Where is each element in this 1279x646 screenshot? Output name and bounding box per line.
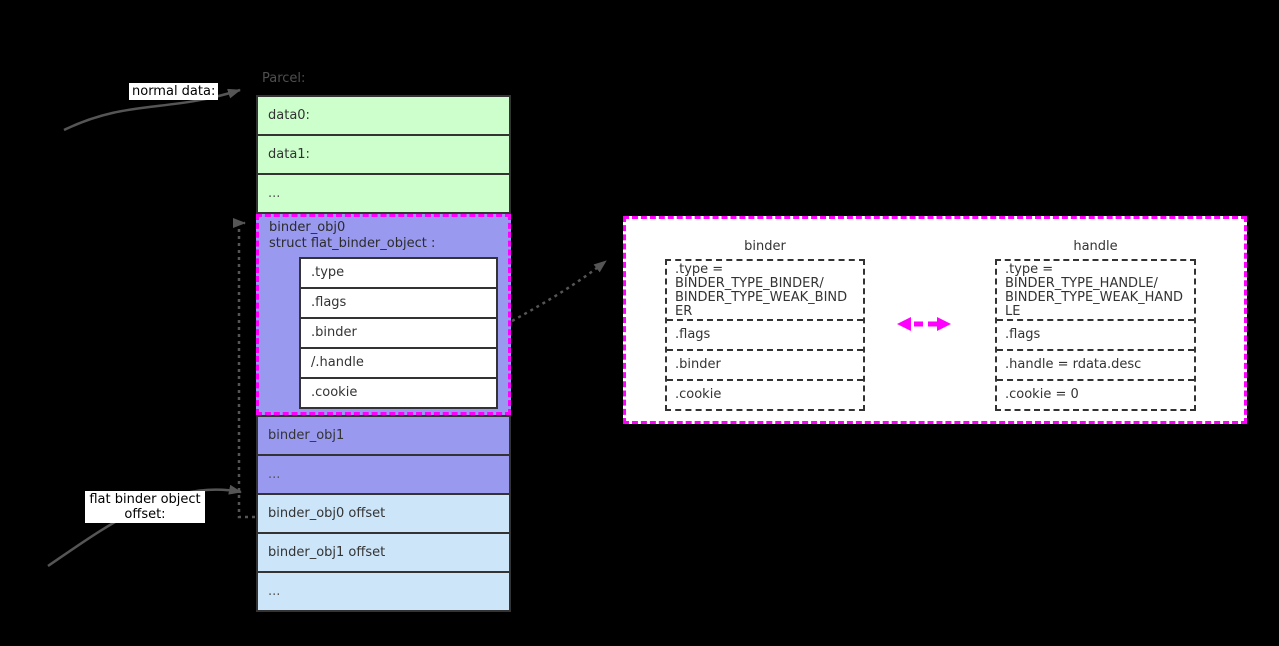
- binder-field-cookie: .cookie: [667, 379, 863, 409]
- parcel-row-binder-obj1: binder_obj1: [258, 417, 509, 454]
- field-flags: .flags: [301, 287, 496, 317]
- binder-field-flags: .flags: [667, 319, 863, 349]
- parcel-stack: data0: data1: ... binder_obj0 struct fla…: [256, 95, 511, 612]
- flat-binder-object-detail: binder handle .type = BINDER_TYPE_BINDER…: [623, 216, 1247, 424]
- parcel-row-data0: data0:: [258, 97, 509, 134]
- handle-field-handle: .handle = rdata.desc: [997, 349, 1194, 379]
- binder-field-type: .type = BINDER_TYPE_BINDER/ BINDER_TYPE_…: [675, 262, 848, 319]
- parcel-row-data-ellipsis: ...: [258, 175, 509, 212]
- flat-binder-object-offset-label: flat binder object offset:: [85, 491, 205, 523]
- field-handle: /.handle: [301, 347, 496, 377]
- parcel-row-obj1-offset: binder_obj1 offset: [258, 534, 509, 571]
- binder-field-binder: .binder: [667, 349, 863, 379]
- parcel-row-obj-ellipsis: ...: [258, 456, 509, 493]
- field-binder: .binder: [301, 317, 496, 347]
- field-cookie: .cookie: [301, 377, 496, 407]
- handle-field-cookie: .cookie = 0: [997, 379, 1194, 409]
- handle-field-type: .type = BINDER_TYPE_HANDLE/ BINDER_TYPE_…: [1005, 262, 1184, 319]
- binder-obj0-struct: struct flat_binder_object :: [269, 236, 436, 251]
- field-type: .type: [311, 265, 345, 280]
- parcel-row-offset-ellipsis: ...: [258, 573, 509, 610]
- offset-pointer-dotted-arrow: [233, 218, 255, 519]
- normal-data-label: normal data:: [129, 83, 219, 100]
- parcel-row-obj0-offset: binder_obj0 offset: [258, 495, 509, 532]
- obj0-to-detail-dotted-arrow: [511, 260, 607, 323]
- binder-variant-title: binder: [744, 239, 786, 254]
- parcel-row-data1: data1:: [258, 136, 509, 173]
- binder-obj0-block: binder_obj0 struct flat_binder_object : …: [256, 214, 511, 415]
- handle-variant-box: .type = BINDER_TYPE_HANDLE/ BINDER_TYPE_…: [995, 259, 1196, 411]
- handle-field-flags: .flags: [997, 319, 1194, 349]
- binder-obj0-title: binder_obj0 struct flat_binder_object :: [269, 220, 435, 252]
- binder-obj0-name: binder_obj0: [269, 220, 346, 235]
- binder-variant-box: .type = BINDER_TYPE_BINDER/ BINDER_TYPE_…: [665, 259, 865, 411]
- flat-binder-object-fields: .type .flags .binder /.handle .cookie: [299, 257, 498, 409]
- parcel-heading: Parcel:: [262, 71, 306, 86]
- handle-variant-title: handle: [1073, 239, 1118, 254]
